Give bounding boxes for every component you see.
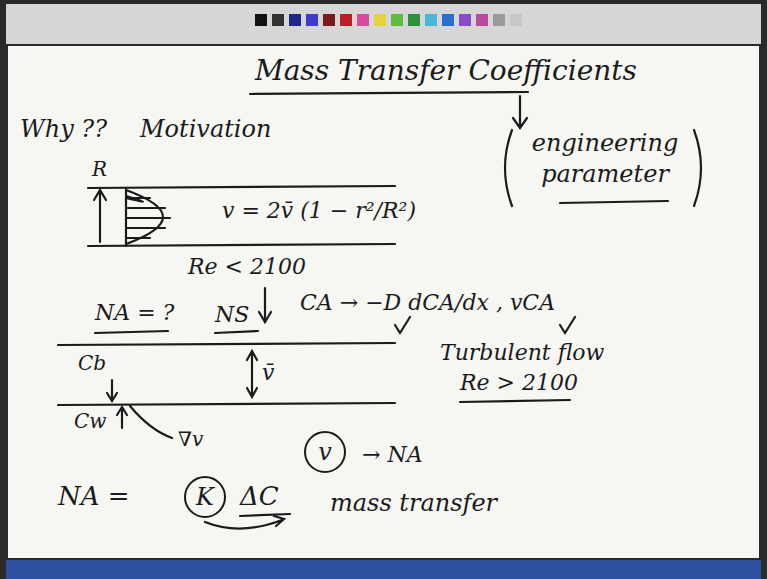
- handwriting-strokes: [58, 92, 701, 529]
- driving-force: ΔC: [240, 482, 279, 512]
- status-bar: [6, 560, 761, 579]
- dimension-label: R: [92, 158, 107, 181]
- flux-equation: NA =: [58, 482, 130, 512]
- circled-symbol: v: [304, 431, 346, 473]
- note: Motivation: [140, 116, 271, 144]
- bracket-note: engineering parameter: [530, 128, 680, 190]
- circled-symbol: K: [184, 476, 226, 518]
- note: Why ??: [20, 116, 107, 144]
- flux-question: NA = ?: [95, 300, 174, 325]
- flux-terms: CA → −D dCA/dx , vCA: [300, 290, 555, 315]
- velocity-equation: v = 2v̄ (1 − r²/R²): [222, 198, 416, 223]
- flow-note: Turbulent flow: [440, 340, 604, 365]
- circled-letter: v: [318, 440, 332, 464]
- flux-arrow-note: → NA: [362, 442, 423, 467]
- color-palette: [255, 14, 522, 26]
- velocity-label: v̄: [262, 360, 274, 385]
- slide-title: Mass Transfer Coefficients: [255, 55, 637, 87]
- abbreviation: NS: [215, 302, 249, 327]
- note: mass transfer: [330, 490, 497, 518]
- gradient-label: ∇v: [178, 428, 203, 451]
- circled-letter: K: [196, 485, 214, 509]
- concentration-label: Cw: [74, 410, 106, 433]
- reynolds-condition: Re > 2100: [460, 370, 578, 395]
- concentration-label: Cb: [78, 352, 106, 375]
- reynolds-condition: Re < 2100: [188, 254, 306, 279]
- whiteboard: [8, 46, 759, 558]
- toolbar: [6, 4, 761, 44]
